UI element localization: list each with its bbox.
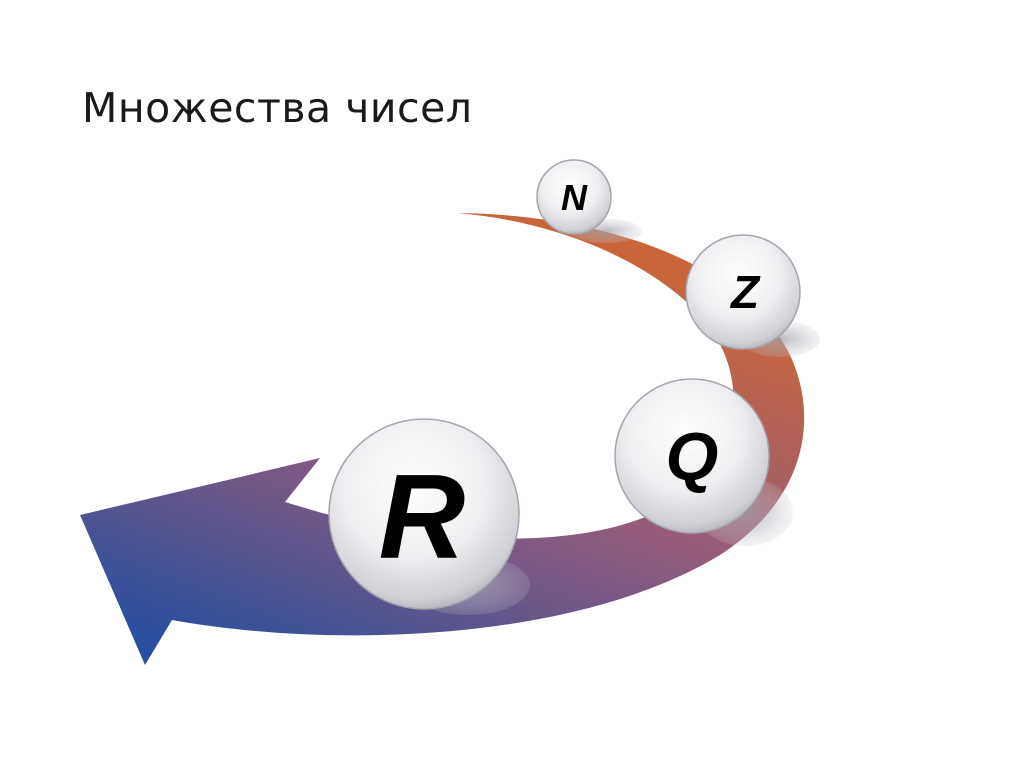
ball-n: N bbox=[536, 159, 612, 235]
ball-label-r: R bbox=[379, 450, 466, 584]
ball-r: R bbox=[328, 418, 520, 610]
ball-q: Q bbox=[614, 378, 770, 534]
ball-label-z: Z bbox=[729, 266, 761, 318]
slide-title: Множества чисел bbox=[82, 84, 473, 132]
ball-z: Z bbox=[685, 234, 801, 350]
curved-arrow bbox=[80, 213, 805, 665]
ball-label-q: Q bbox=[666, 419, 719, 495]
ball-label-n: N bbox=[561, 177, 588, 218]
